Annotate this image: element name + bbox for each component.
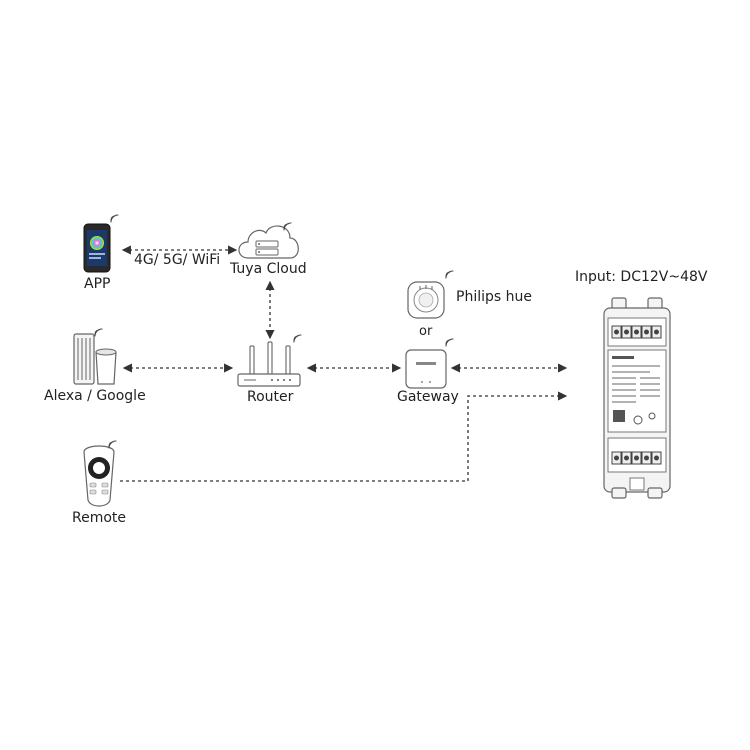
input-label: Input: DC12V~48V — [575, 269, 708, 285]
wireless-signal-icon — [445, 338, 454, 347]
smart-speaker-icon — [73, 328, 117, 385]
alexa-label: Alexa / Google — [44, 388, 146, 404]
led-controller-icon — [603, 297, 671, 499]
cloud-icon — [238, 222, 299, 259]
or-label: or — [419, 324, 433, 339]
wireless-signal-icon — [94, 328, 103, 337]
wireless-signal-icon — [283, 222, 292, 231]
remote-control-icon — [83, 440, 117, 507]
gateway-icon — [405, 338, 454, 389]
wireless-signal-icon — [445, 270, 454, 279]
hue-label: Philips hue — [456, 289, 532, 305]
wireless-signal-icon — [108, 440, 117, 449]
gateway-label: Gateway — [397, 389, 459, 405]
cloud-label: Tuya Cloud — [230, 261, 307, 277]
wireless-signal-icon — [110, 214, 119, 223]
app-label: APP — [84, 276, 111, 292]
connector-remote-controller — [120, 391, 568, 482]
link-label: 4G/ 5G/ WiFi — [134, 252, 221, 268]
hue-bridge-icon — [407, 270, 454, 319]
remote-label: Remote — [72, 510, 127, 526]
smartphone-icon — [83, 214, 119, 273]
router-label: Router — [247, 389, 294, 405]
router-icon — [237, 334, 302, 387]
wireless-signal-icon — [293, 334, 302, 343]
